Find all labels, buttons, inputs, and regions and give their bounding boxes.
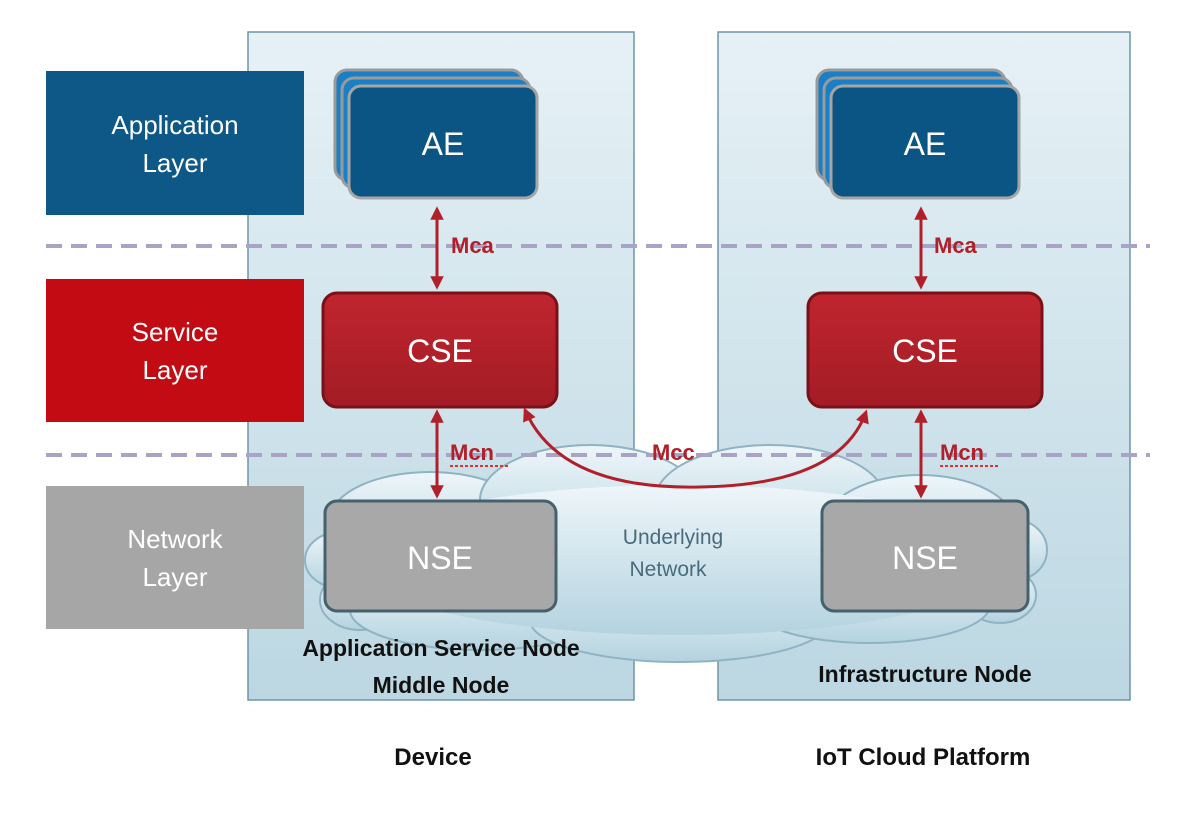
device-cse-label: CSE <box>407 333 473 369</box>
application-layer-box <box>46 71 304 215</box>
cloud-mca-label: Mca <box>934 233 978 258</box>
service-layer-box <box>46 279 304 422</box>
cloud-mcn-label: Mcn <box>940 440 984 465</box>
cloud-cse-box <box>806 291 1044 409</box>
cloud-ae-box <box>829 84 1021 200</box>
device-ae-stack: AE <box>333 68 539 200</box>
network-layer-label-1: Network <box>127 524 223 554</box>
underlying-network-label-2: Network <box>629 558 707 581</box>
cloud-node-label: Infrastructure Node <box>818 661 1031 687</box>
application-layer-label-1: Application <box>111 110 238 140</box>
application-layer-label-2: Layer <box>142 148 207 178</box>
device-mca-label: Mca <box>451 233 495 258</box>
network-layer-label-2: Layer <box>142 562 207 592</box>
device-mcn-label: Mcn <box>450 440 494 465</box>
device-node-label-2: Middle Node <box>373 672 510 698</box>
cloud-nse-label: NSE <box>892 540 958 576</box>
service-layer-label-2: Layer <box>142 355 207 385</box>
mcc-arrow <box>523 407 869 489</box>
device-ae-box <box>347 84 539 200</box>
service-layer-label-1: Service <box>132 317 219 347</box>
cloud-cse-label: CSE <box>892 333 958 369</box>
device-ae-label: AE <box>422 126 465 162</box>
cloud-ae-stack: AE <box>815 68 1021 200</box>
device-nse-label: NSE <box>407 540 473 576</box>
cloud-bottom-label: IoT Cloud Platform <box>816 744 1031 771</box>
device-bottom-label: Device <box>394 744 471 771</box>
mcc-label: Mcc <box>652 440 695 465</box>
cloud-ae-label: AE <box>904 126 947 162</box>
device-cse-box <box>321 291 559 409</box>
network-layer-box <box>46 486 304 629</box>
underlying-network-label-1: Underlying <box>623 526 723 549</box>
device-nse-box <box>323 499 558 613</box>
cloud-nse-box <box>820 499 1030 613</box>
device-node-label-1: Application Service Node <box>302 635 579 661</box>
